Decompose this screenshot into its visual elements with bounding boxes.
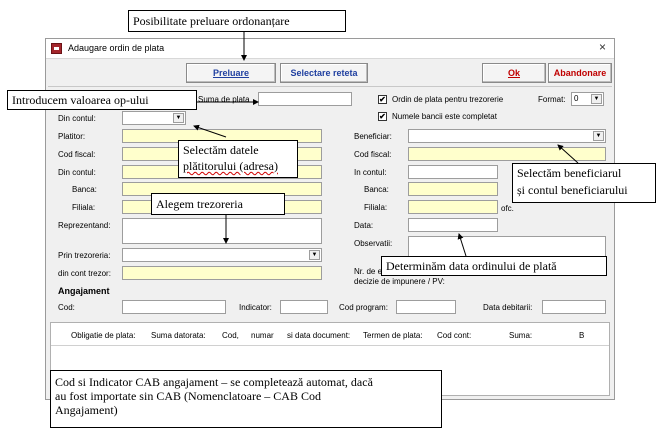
table-header-suma-datorata: Suma datorata: <box>151 331 206 340</box>
filiala-ben-input[interactable] <box>408 200 498 214</box>
beneficiar-label: Beneficiar: <box>354 132 392 141</box>
window-title: Adaugare ordin de plata <box>68 43 165 53</box>
format-value: 0 <box>574 94 579 103</box>
cod-fiscal-ben-label: Cod fiscal: <box>354 150 392 159</box>
table-header-cod-cont: Cod cont: <box>437 331 472 340</box>
indicator-input[interactable] <box>280 300 328 314</box>
data-input[interactable] <box>408 218 498 232</box>
in-contul-input[interactable] <box>408 165 498 179</box>
din-contul-top-label: Din contul: <box>58 114 96 123</box>
table-header-cod: Cod, <box>222 331 239 340</box>
arrow-beneficiar <box>557 144 579 164</box>
op-trezorerie-checkbox[interactable]: ✔ <box>378 95 387 104</box>
callout-trezoreria: Alegem trezoreria <box>151 193 285 215</box>
table-header-divider <box>51 345 609 346</box>
in-contul-label: In contul: <box>354 168 387 177</box>
chevron-down-icon: ▼ <box>173 113 184 123</box>
cod-angajament-input[interactable] <box>122 300 226 314</box>
din-cont-trezor-input[interactable] <box>122 266 322 280</box>
callout-preluare: Posibilitate preluare ordonanțare <box>128 10 346 32</box>
ok-button[interactable]: Ok <box>482 63 546 83</box>
callout-platitor: Selectăm datele plătitorului (adresa) <box>178 140 298 178</box>
banca-label: Banca: <box>72 185 97 194</box>
cod-program-label: Cod program: <box>339 303 388 312</box>
cod-fiscal-ben-input[interactable] <box>408 147 606 161</box>
dialog-window: Adaugare ordin de plata × Preluare Selec… <box>45 38 615 400</box>
callout-cab-line2: au fost importate sin CAB (Nomenclatoare… <box>55 389 321 403</box>
cod-fiscal-label: Cod fiscal: <box>58 150 96 159</box>
reprezentand-input[interactable] <box>122 218 322 244</box>
platitor-label: Platitor: <box>58 132 86 141</box>
table-header-termen: Termen de plata: <box>363 331 423 340</box>
callout-platitor-line2: plătitorului (adresa) <box>183 159 278 173</box>
title-bar: Adaugare ordin de plata × <box>46 39 614 59</box>
nr-decizie-label: Nr. de e <box>354 267 383 276</box>
table-header-suma: Suma: <box>509 331 533 340</box>
table-header-b: B <box>579 331 585 340</box>
callout-cab-line1: Cod si Indicator CAB angajament – se com… <box>55 375 373 389</box>
callout-valoarea: Introducem valoarea op-ului <box>7 90 197 110</box>
format-select[interactable]: 0 ▼ <box>571 92 604 106</box>
abandonare-button[interactable]: Abandonare <box>548 63 612 83</box>
data-debitarii-input[interactable] <box>542 300 606 314</box>
table-header-numar: numar <box>251 331 274 340</box>
preluare-button[interactable]: Preluare <box>186 63 276 83</box>
callout-cab-line3: Angajament) <box>55 403 118 417</box>
filiala-label: Filiala: <box>72 203 96 212</box>
decizie-impunere-label: decizie de impunere / PV: <box>354 277 445 286</box>
table-header-data-document: si data document: <box>287 331 351 340</box>
callout-platitor-line1: Selectăm datele <box>183 143 259 157</box>
arrow-platitor <box>193 124 227 138</box>
banca-ben-input[interactable] <box>408 182 498 196</box>
angajament-title: Angajament <box>58 286 110 296</box>
banca-ben-label: Banca: <box>364 185 389 194</box>
callout-cab: Cod si Indicator CAB angajament – se com… <box>50 370 442 428</box>
cod-program-input[interactable] <box>396 300 456 314</box>
callout-data-ordin: Determinăm data ordinului de plată <box>381 256 607 276</box>
suma-de-plata-label: Suma de plata <box>198 95 250 104</box>
op-trezorerie-label: Ordin de plata pentru trezorerie <box>392 95 504 104</box>
callout-beneficiar-line1: Selectăm beneficiarul <box>517 166 622 180</box>
table-header-obligatie: Obligatie de plata: <box>71 331 136 340</box>
selectare-reteta-button[interactable]: Selectare reteta <box>280 63 368 83</box>
data-label: Data: <box>354 221 374 230</box>
callout-beneficiar: Selectăm beneficiarul și contul benefici… <box>512 163 656 203</box>
numele-bancii-checkbox[interactable]: ✔ <box>378 112 387 121</box>
toolbar-divider <box>48 86 612 87</box>
din-contul-label: Din contul: <box>58 168 96 177</box>
cod-label: Cod: <box>58 303 75 312</box>
ofc-label: ofc. <box>501 204 514 213</box>
din-contul-top-select[interactable]: ▼ <box>122 111 186 125</box>
callout-beneficiar-line2: și contul beneficiarului <box>517 183 628 197</box>
format-label: Format: <box>538 95 566 104</box>
app-icon <box>51 43 62 54</box>
numele-bancii-label: Numele bancii este completat <box>392 112 497 121</box>
indicator-label: Indicator: <box>239 303 272 312</box>
chevron-down-icon: ▼ <box>591 94 602 104</box>
filiala-ben-label: Filiala: <box>364 203 388 212</box>
din-cont-trezor-label: din cont trezor: <box>58 269 111 278</box>
close-icon[interactable]: × <box>599 40 607 54</box>
chevron-down-icon: ▼ <box>593 131 604 141</box>
prin-trezoreria-label: Prin trezoreria: <box>58 251 111 260</box>
data-debitarii-label: Data debitarii: <box>483 303 533 312</box>
reprezentand-label: Reprezentand: <box>58 221 111 230</box>
chevron-down-icon: ▼ <box>309 250 320 260</box>
observatii-label: Observatii: <box>354 239 393 248</box>
beneficiar-select[interactable]: ▼ <box>408 129 606 143</box>
arrow-data <box>457 233 467 257</box>
prin-trezoreria-select[interactable]: ▼ <box>122 248 322 262</box>
